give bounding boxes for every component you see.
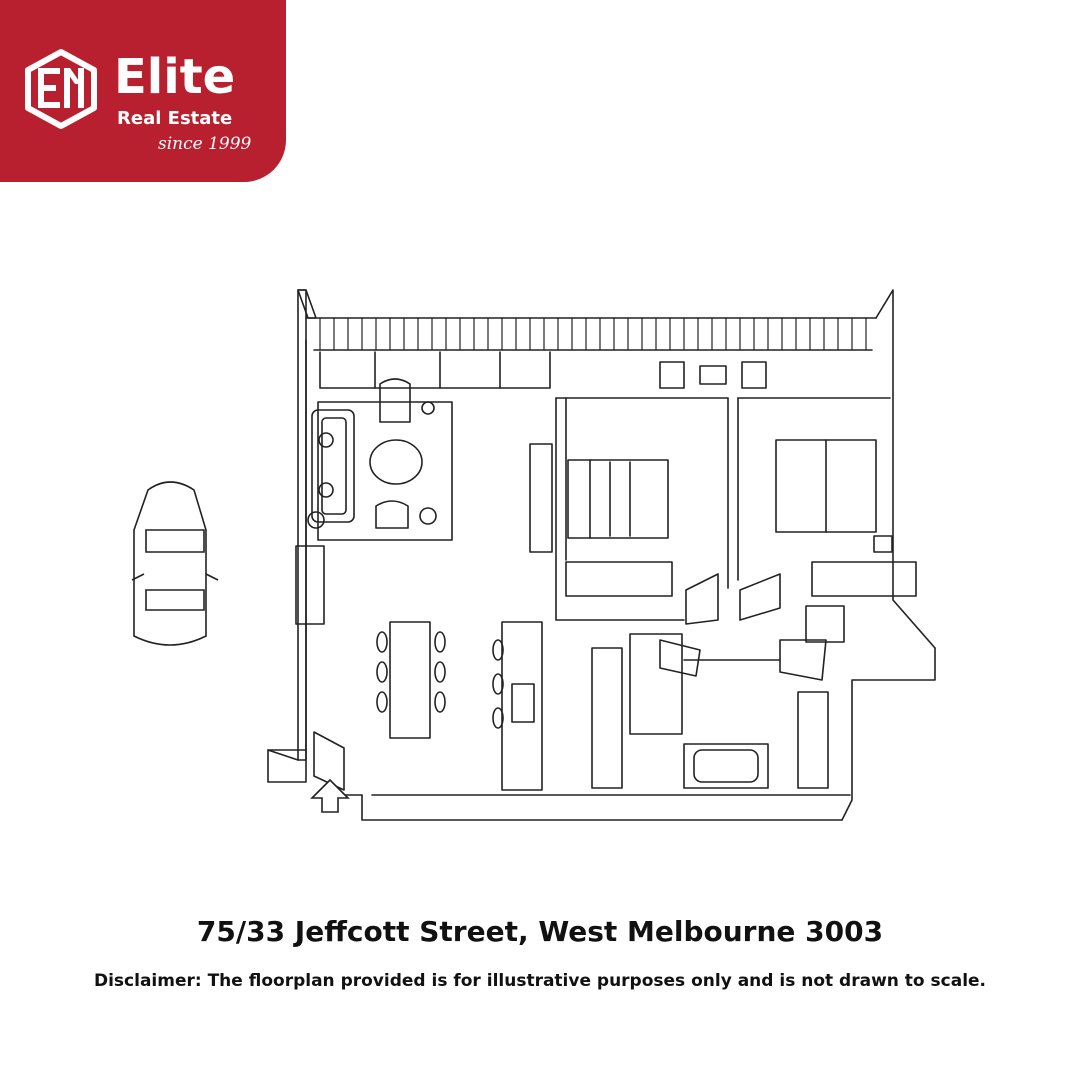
brand-name: Elite [114,49,236,105]
wardrobe-icon [565,561,673,597]
bathtub-icon [683,743,769,789]
entry-arrow-icon [310,778,350,813]
car-icon [131,481,219,646]
brand-tagline: Real Estate [117,108,233,129]
dining-table-icon [376,621,446,739]
property-address: 75/33 Jeffcott Street, West Melbourne 30… [196,915,884,948]
living-rug [317,401,453,541]
em-monogram-logo-icon [25,49,97,129]
disclaimer-text: Disclaimer: The floorplan provided is fo… [93,971,987,991]
brand-since: since 1999 [158,134,252,154]
sofa-icon [311,409,355,523]
brand-logo-badge: Elite Real Estate since 1999 [0,0,286,182]
outer-walls [267,289,936,821]
bed-icon [567,459,669,539]
